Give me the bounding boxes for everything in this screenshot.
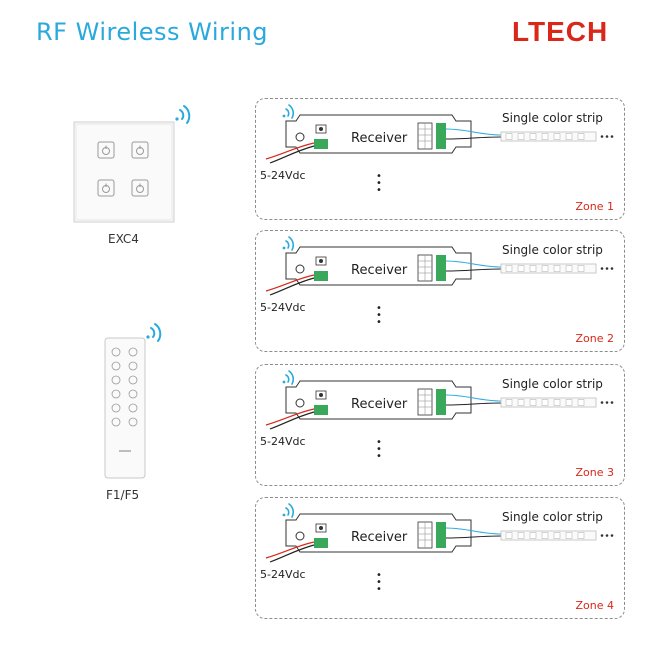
strip-label: Single color strip (502, 510, 603, 524)
receiver-label: Receiver (351, 131, 408, 146)
more-devices-dots: ••• (376, 570, 382, 595)
zone-label: Zone 2 (575, 332, 615, 345)
zone-panel-3: Receiver Single color strip 5-24Vdc ••• … (255, 364, 625, 486)
zone-panel-2: Receiver Single color strip 5-24Vdc ••• … (255, 230, 625, 352)
more-devices-dots: ••• (376, 437, 382, 462)
zone-panel-4: Receiver Single color strip 5-24Vdc ••• … (255, 497, 625, 619)
brand-logo: LTECH (512, 16, 609, 47)
strip-label: Single color strip (502, 243, 603, 257)
receiver-label: Receiver (351, 397, 408, 412)
remote-control-label: F1/F5 (106, 488, 140, 502)
receiver-wiring-diagram (265, 503, 614, 563)
more-devices-dots: ••• (376, 171, 382, 196)
voltage-label: 5-24Vdc (260, 568, 306, 581)
voltage-label: 5-24Vdc (260, 169, 306, 182)
remote-control-icon (104, 323, 162, 479)
zone-label: Zone 1 (575, 200, 615, 213)
zone-label: Zone 4 (575, 599, 615, 612)
page-title: RF Wireless Wiring (36, 18, 269, 46)
strip-label: Single color strip (502, 111, 603, 125)
voltage-label: 5-24Vdc (260, 301, 306, 314)
receiver-label: Receiver (351, 263, 408, 278)
zone-panel-1: Receiver Single color strip 5-24Vdc ••• … (255, 98, 625, 220)
receiver-wiring-diagram (265, 236, 614, 296)
wall-panel-label: EXC4 (108, 232, 139, 246)
wall-panel-icon (73, 105, 191, 223)
strip-label: Single color strip (502, 377, 603, 391)
receiver-wiring-diagram (265, 370, 614, 430)
receiver-label: Receiver (351, 530, 408, 545)
receiver-wiring-diagram (265, 104, 614, 164)
more-devices-dots: ••• (376, 303, 382, 328)
voltage-label: 5-24Vdc (260, 435, 306, 448)
zone-label: Zone 3 (575, 466, 615, 479)
